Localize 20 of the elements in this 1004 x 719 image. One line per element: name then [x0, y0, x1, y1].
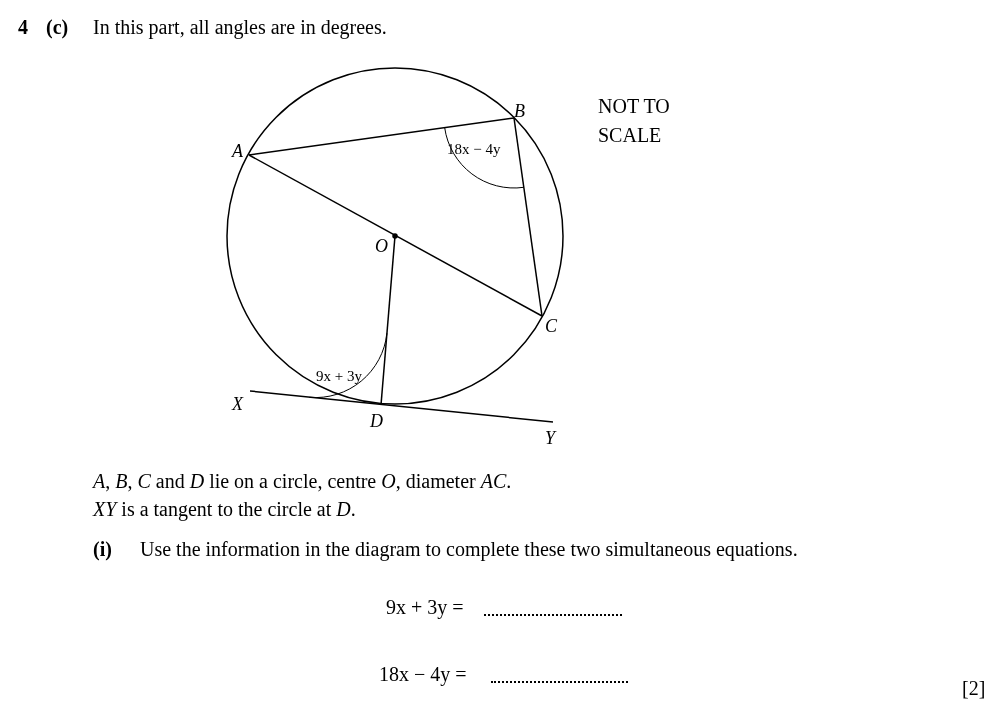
scale-note: NOT TO SCALE — [598, 94, 671, 148]
point-label: O — [375, 235, 388, 258]
instruction-text: In this part, all angles are in degrees. — [93, 15, 387, 39]
point-label: B — [514, 100, 525, 123]
part-label: (c) — [46, 15, 69, 39]
question-text: Use the information in the diagram to complete these two simultaneous equations. — [140, 537, 798, 561]
point-label: A — [232, 140, 243, 163]
equation-text: 9x + 3y = — [386, 595, 464, 619]
subpart-label: (i) — [93, 537, 112, 561]
question-number: 4 — [18, 15, 28, 39]
angle-label: 18x − 4y — [447, 140, 501, 159]
equation-text: 18x − 4y = — [379, 662, 467, 686]
statement-text: A, B, C and D lie on a circle, centre O, diameter AC. — [93, 469, 512, 493]
statement-text: XY is a tangent to the circle at D. — [93, 497, 356, 521]
angle-label: 9x + 3y — [316, 367, 362, 386]
marks-label: [2] — [962, 676, 986, 700]
point-label: C — [545, 315, 557, 338]
point-label: X — [232, 393, 243, 416]
point-label: Y — [545, 427, 555, 450]
point-label: D — [370, 410, 383, 433]
